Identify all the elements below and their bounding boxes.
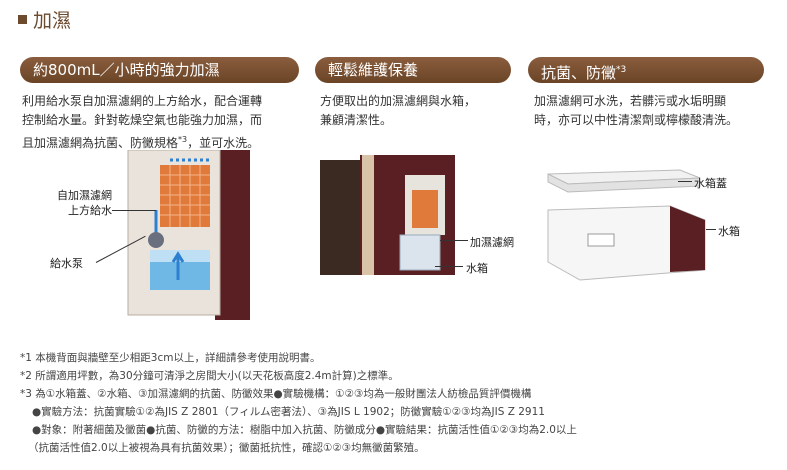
humidifier-cutaway-illustration xyxy=(127,150,250,320)
section-title: 加濕 xyxy=(18,6,71,33)
humidifier-filter xyxy=(160,165,210,227)
label-tank: 水箱 xyxy=(466,262,488,275)
label-filter-top-feed: 自加濕濾網 上方給水 xyxy=(40,188,112,218)
footnote: ●對象：附著細菌及黴菌●抗菌、防黴的方法：樹脂中加入抗菌、防黴成分●實驗結果：抗… xyxy=(32,424,577,436)
leader-line xyxy=(435,266,463,267)
feature-2-desc-line: 兼顧清潔性。 xyxy=(320,113,393,127)
water-tank-illustration xyxy=(547,169,706,281)
feature-3-title-text: 抗菌、防黴 xyxy=(541,64,617,82)
feature-3-desc: 加濕濾網可水洗，若髒污或水垢明顯 時，亦可以中性清潔劑或檸檬酸清洗。 xyxy=(534,92,779,130)
feature-1-title-text: 約800mL／小時的強力加濕 xyxy=(33,61,220,79)
water-up-arrow-icon xyxy=(171,251,185,280)
feature-1-desc-line: 利用給水泵自加濕濾網的上方給水，配合運轉 xyxy=(22,94,263,108)
tank-handle-side xyxy=(670,206,705,272)
maintenance-illustration xyxy=(320,155,455,275)
label-tank: 水箱 xyxy=(718,225,740,238)
unit-side-panel xyxy=(215,150,250,320)
feature-3-title-sup: *3 xyxy=(616,65,627,75)
label-text: 自加濕濾網 xyxy=(57,189,112,202)
feature-1-desc-sup: *3 xyxy=(178,135,188,144)
feature-3-title: 抗菌、防黴*3 xyxy=(528,57,764,83)
footnote: ●實驗方法：抗菌實驗①②為JIS Z 2801（フィルム密著法）、③為JIS L… xyxy=(32,406,545,418)
feature-2-title: 輕鬆維護保養 xyxy=(315,57,511,83)
feature-2-title-text: 輕鬆維護保養 xyxy=(328,61,419,79)
footnote: *2 所謂適用坪數，為30分鐘可清淨之房間大小(以天花板高度2.4m計算)之標準… xyxy=(20,370,399,382)
section-title-text: 加濕 xyxy=(33,10,72,32)
filter-grid xyxy=(160,165,210,227)
feature-1-desc-line: 控制給水量。針對乾燥空氣也能強力加濕，而 xyxy=(22,113,263,127)
leader-line xyxy=(112,210,156,211)
label-text: 上方給水 xyxy=(68,204,112,217)
feature-2-desc-line: 方便取出的加濕濾網與水箱， xyxy=(320,94,477,108)
feature-1-desc: 利用給水泵自加濕濾網的上方給水，配合運轉 控制給水量。針對乾燥空氣也能強力加濕，… xyxy=(22,92,312,153)
unit-frame xyxy=(362,155,374,275)
footnote: *3 為①水箱蓋、②水箱、③加濕濾網的抗菌、防黴效果●實驗機構：①②③均為一般財… xyxy=(20,388,532,400)
label-tank-lid: 水箱蓋 xyxy=(694,177,727,190)
label-pump: 給水泵 xyxy=(50,257,83,270)
feature-1-title: 約800mL／小時的強力加濕 xyxy=(20,57,299,83)
feature-1-desc-line: 且加濕濾網為抗菌、防黴規格*3，並可水洗。 xyxy=(22,130,312,153)
feature-2-desc: 方便取出的加濕濾網與水箱， 兼顧清潔性。 xyxy=(320,92,520,130)
feature-1-desc-text: ，並可水洗。 xyxy=(187,136,260,150)
leader-line xyxy=(440,240,468,241)
unit-outline xyxy=(127,150,221,316)
tank-lid-edge xyxy=(547,173,701,193)
footnote: （抗菌活性值2.0以上被視為具有抗菌效果）；黴菌抵抗性，確認①②③均無黴菌繁殖。 xyxy=(28,442,425,454)
unit-front-panel xyxy=(320,160,365,275)
pump-icon xyxy=(148,232,164,248)
humidifier-filter xyxy=(412,190,438,228)
feature-1-desc-text: 且加濕濾網為抗菌、防黴規格 xyxy=(22,136,179,150)
label-filter: 加濕濾網 xyxy=(470,236,514,249)
leader-line xyxy=(706,229,716,230)
footnote: *1 本機背面與牆壁至少相距3cm以上，詳細請參考使用說明書。 xyxy=(20,352,321,364)
feature-3-desc-line: 時，亦可以中性清潔劑或檸檬酸清洗。 xyxy=(534,113,739,127)
tank-label-sticker xyxy=(587,233,615,247)
leader-line xyxy=(678,181,692,182)
feature-3-desc-line: 加濕濾網可水洗，若髒污或水垢明顯 xyxy=(534,94,727,108)
water-tank xyxy=(399,234,441,271)
title-square-icon xyxy=(18,15,27,24)
